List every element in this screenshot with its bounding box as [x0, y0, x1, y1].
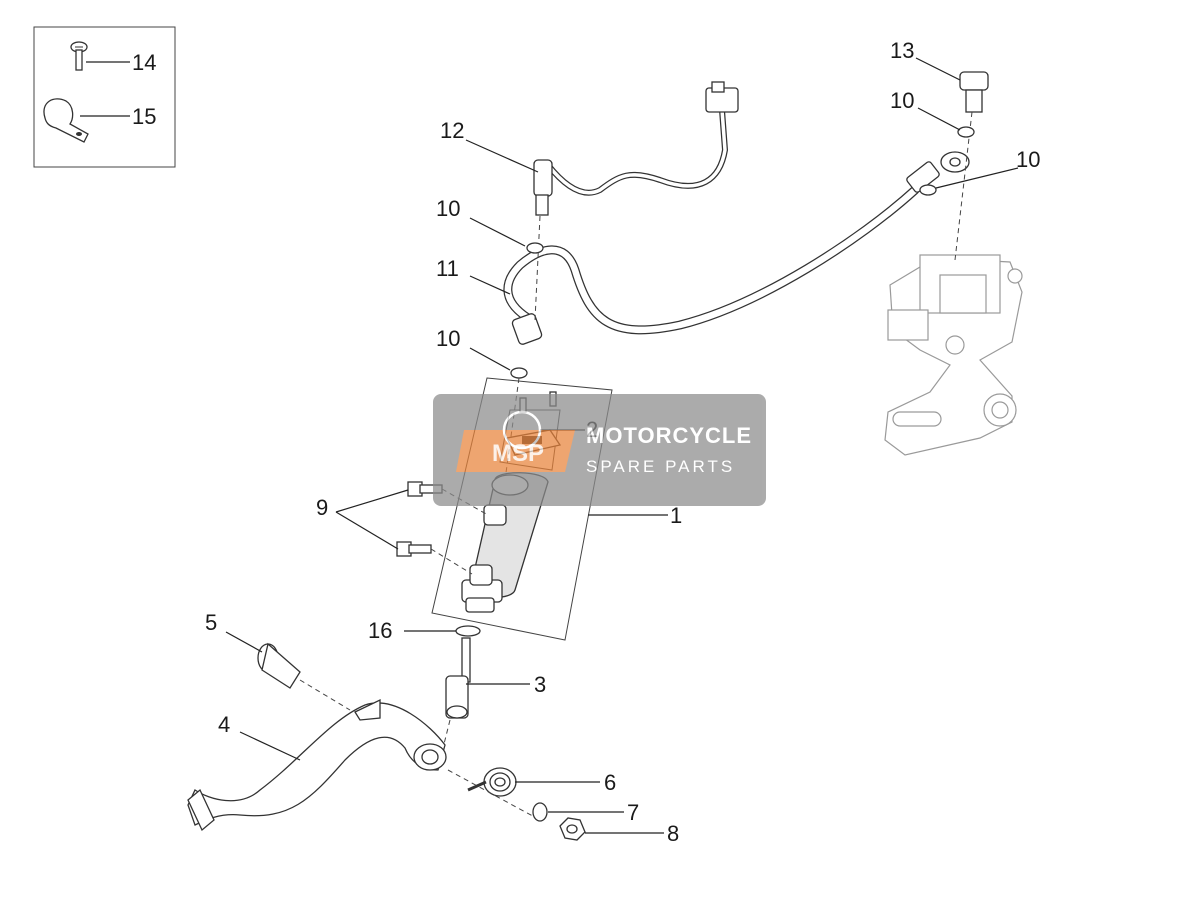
leader-lines: [225, 57, 1019, 834]
pivot-pin-part-5: [257, 642, 351, 711]
watermark-logo: MSP: [456, 410, 575, 472]
callout-10-top: 10: [890, 88, 914, 113]
callout-9: 9: [316, 495, 328, 520]
callout-4: 4: [218, 712, 230, 737]
clamp-part-15: [43, 98, 89, 143]
callout-8: 8: [667, 821, 679, 846]
callout-6: 6: [604, 770, 616, 795]
svg-text:MSP: MSP: [492, 440, 544, 467]
watermark: MSP MOTORCYCLE SPARE PARTS: [433, 394, 766, 506]
callout-13: 13: [890, 38, 914, 63]
watermark-box: [433, 394, 766, 506]
callout-10-low: 10: [436, 326, 460, 351]
o-ring-part-16: [455, 625, 481, 637]
banjo-bolt-part-13: [954, 71, 989, 261]
inset-box: [33, 26, 176, 168]
callout-16: 16: [368, 618, 392, 643]
brake-pedal-part-4: [187, 698, 447, 832]
brake-light-switch-part-12: [533, 81, 739, 321]
washer-part-10-a: [957, 126, 975, 138]
callout-3: 3: [534, 672, 546, 697]
washer-part-10-d: [510, 367, 528, 379]
watermark-subtitle: SPARE PARTS: [586, 457, 735, 476]
callout-10-mid: 10: [436, 196, 460, 221]
push-rod-part-3: [439, 637, 471, 761]
bolt-part-9-b: [396, 541, 473, 575]
callout-5: 5: [205, 610, 217, 635]
bolt-part-9-a: [407, 481, 489, 516]
screw-part-14: [70, 41, 88, 71]
washer-part-7: [532, 802, 548, 822]
callout-7: 7: [627, 800, 639, 825]
washer-part-10-b: [919, 184, 937, 196]
brake-hose-part-11: [503, 151, 970, 345]
brake-caliper-drawing: [884, 254, 1023, 456]
callout-10-right: 10: [1016, 147, 1040, 172]
return-spring-part-6: [467, 767, 517, 797]
callout-15: 15: [132, 104, 156, 129]
watermark-title: MOTORCYCLE: [586, 423, 752, 448]
callout-11: 11: [436, 256, 459, 281]
callout-1: 1: [670, 503, 682, 528]
callout-14: 14: [132, 50, 156, 75]
callout-12: 12: [440, 118, 464, 143]
washer-part-10-c: [526, 242, 544, 254]
nut-part-8: [559, 817, 586, 841]
